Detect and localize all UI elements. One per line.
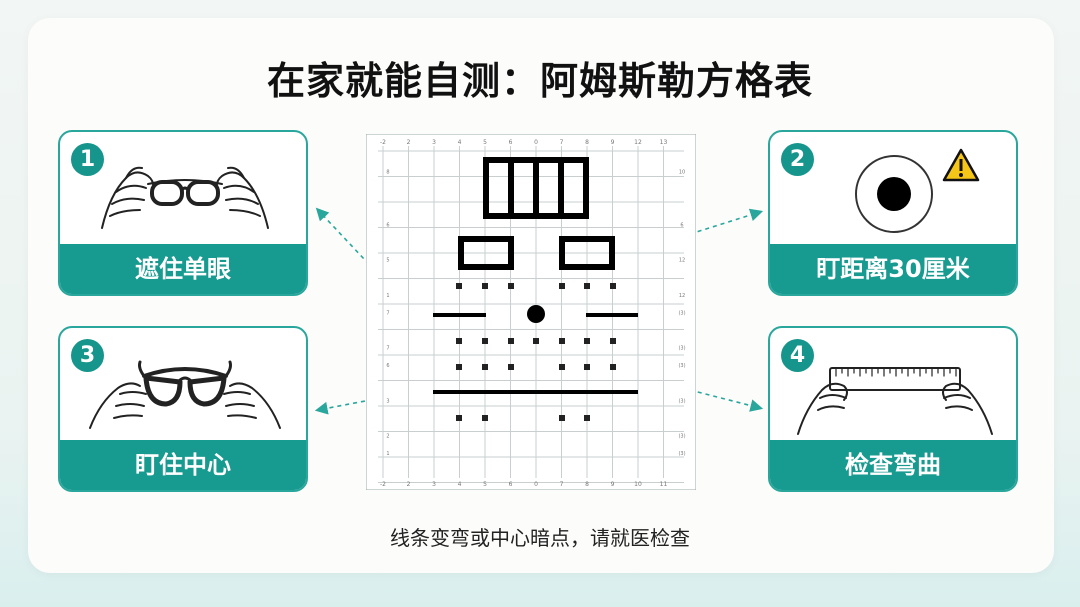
grid-marker	[482, 338, 488, 344]
step-card-check-bending: 4 检查弯曲	[768, 326, 1018, 492]
arrow-to-step-1	[315, 207, 381, 277]
grid-top-tick-label: 9	[611, 139, 615, 146]
hands-holding-glasses-icon	[101, 166, 269, 229]
grid-right-tick-label: (3)	[678, 310, 685, 316]
grid-left-tick-label: 5	[386, 258, 389, 264]
grid-marker	[456, 364, 462, 370]
grid-left-tick-label: 7	[386, 310, 389, 316]
right-box	[559, 236, 615, 270]
grid-top-tick-label: 2	[407, 139, 411, 146]
grid-marker	[533, 338, 539, 344]
distortion-shapes	[433, 157, 638, 394]
grid-top-tick-label: 5	[483, 139, 487, 146]
step-card-focus-center: 3 盯住中心	[58, 326, 308, 492]
grid-marker	[482, 283, 488, 289]
grid-marker	[610, 338, 616, 344]
grid-left-tick-label: 1	[386, 293, 389, 299]
grid-marker	[559, 338, 565, 344]
step-label: 遮住单眼	[60, 244, 306, 294]
grid-right-tick-label: (3)	[678, 451, 685, 457]
arrow-to-step-4	[689, 389, 764, 412]
grid-bottom-tick-label: 5	[483, 481, 487, 488]
step-label: 盯住中心	[60, 440, 306, 490]
grid-marker	[508, 364, 514, 370]
step-number-badge: 3	[71, 339, 104, 372]
grid-marker	[584, 338, 590, 344]
grid-right-tick-label: (3)	[678, 346, 685, 352]
grid-marker	[559, 364, 565, 370]
grid-bottom-tick-label: 7	[560, 481, 564, 488]
grid-marker	[610, 364, 616, 370]
left-box	[458, 236, 514, 270]
grid-left-tick-label: 3	[386, 398, 389, 404]
step-card-cover-eye: 1 遮住单眼	[58, 130, 308, 296]
step-label: 盯距离30厘米	[770, 244, 1016, 294]
grid-top-tick-label: 6	[509, 139, 513, 146]
grid-marker	[482, 415, 488, 421]
grid-bottom-tick-label: 10	[634, 481, 642, 488]
grid-top-tick-label: -2	[380, 139, 386, 146]
grid-top-tick-label: 0	[534, 139, 538, 146]
grid-right-tick-label: (3)	[678, 434, 685, 440]
grid-left-tick-label: 6	[386, 222, 389, 228]
target-dot-icon	[855, 155, 933, 233]
grid-right-tick-label: (3)	[678, 363, 685, 369]
grid-marker	[456, 283, 462, 289]
grid-bottom-tick-label: 6	[509, 481, 513, 488]
center-fixation-dot	[527, 305, 545, 323]
hands-holding-glasses-icon	[89, 360, 281, 429]
grid-bottom-tick-label: 3	[432, 481, 436, 488]
grid-left-tick-label: 7	[386, 346, 389, 352]
step-number-badge: 4	[781, 339, 814, 372]
grid-marker	[482, 364, 488, 370]
arrow-to-step-2	[689, 208, 764, 235]
caption: 线条变弯或中心暗点，请就医检查	[390, 526, 690, 550]
grid-marker	[456, 415, 462, 421]
grid-top-tick-label: 3	[432, 139, 436, 146]
grid-bottom-tick-label: 11	[660, 481, 668, 488]
warning-icon	[942, 148, 980, 182]
grid-marker	[559, 415, 565, 421]
grid-top-tick-label: 8	[585, 139, 589, 146]
card-illustration	[855, 148, 980, 233]
grid-left-tick-label: 2	[386, 434, 389, 440]
grid-top-tick-label: 12	[634, 139, 642, 146]
grid-right-tick-label: (3)	[678, 398, 685, 404]
grid-right-tick-label: 10	[679, 170, 685, 176]
grid-bottom-tick-label: 9	[611, 481, 615, 488]
grid-left-tick-label: 6	[386, 363, 389, 369]
grid-marker	[559, 283, 565, 289]
grid-marker	[584, 364, 590, 370]
step-label: 检查弯曲	[770, 440, 1016, 490]
grid-top-tick-label: 13	[660, 139, 668, 146]
grid-right-tick-label: 12	[679, 258, 685, 264]
grid-marker	[456, 338, 462, 344]
grid-right-tick-label: 6	[680, 222, 683, 228]
grid-top-tick-label: 7	[560, 139, 564, 146]
grid-left-tick-label: 8	[386, 170, 389, 176]
grid-marker	[610, 283, 616, 289]
grid-right-tick-label: 12	[679, 293, 685, 299]
hands-holding-ruler-icon	[797, 367, 993, 435]
grid-bottom-tick-label: -2	[380, 481, 386, 488]
grid-top-tick-label: 4	[458, 139, 462, 146]
grid-marker	[584, 415, 590, 421]
grid-bottom-tick-label: 4	[458, 481, 462, 488]
grid-bottom-tick-label: 0	[534, 481, 538, 488]
grid-bottom-tick-label: 8	[585, 481, 589, 488]
grid-marker	[584, 283, 590, 289]
step-number-badge: 2	[781, 143, 814, 176]
grid-bottom-tick-label: 2	[407, 481, 411, 488]
grid-marker	[508, 338, 514, 344]
grid-left-tick-label: 1	[386, 451, 389, 457]
step-card-distance: 2 盯距离30厘米	[768, 130, 1018, 296]
page-title: 在家就能自测：阿姆斯勒方格表	[266, 59, 813, 103]
grid-marker	[508, 283, 514, 289]
step-number-badge: 1	[71, 143, 104, 176]
